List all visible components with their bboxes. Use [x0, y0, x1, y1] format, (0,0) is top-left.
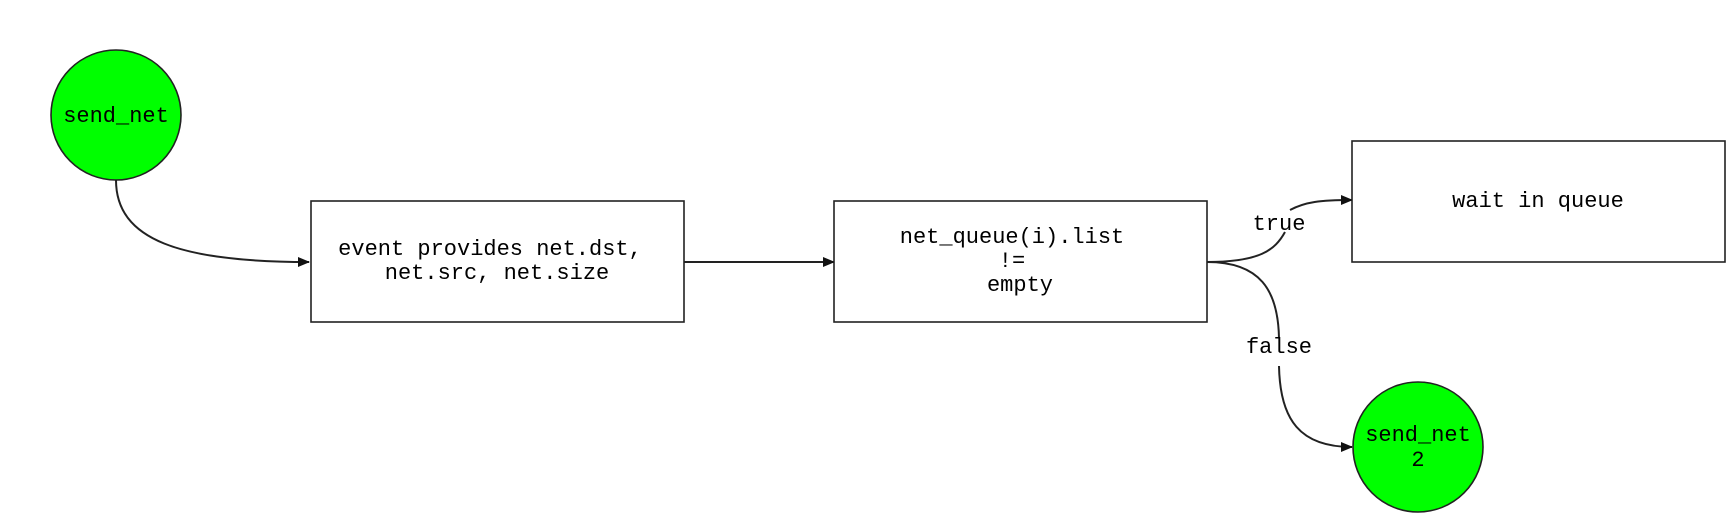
send-net-label: send_net [63, 104, 169, 129]
send-net-2-label-line-1: send_net [1365, 423, 1471, 448]
condition-box [833, 200, 1208, 323]
edge-label-true: true [1253, 212, 1306, 237]
event-label-line-2: net.src, net.size [385, 261, 609, 286]
wait-box [1351, 140, 1726, 263]
condition-label-line-3: empty [987, 273, 1053, 298]
node-send-net: send_net [50, 49, 182, 181]
condition-label-line-1: net_queue(i).list [900, 225, 1124, 250]
edge-send-net-to-event [115, 179, 310, 267]
send-net-2-label-line-2: 2 [1411, 448, 1424, 473]
node-send-net-2: send_net 2 [1352, 381, 1484, 513]
node-condition: net_queue(i).list != empty [833, 200, 1208, 323]
send-net-circle [50, 49, 182, 181]
node-event: event provides net.dst, net.src, net.siz… [310, 200, 685, 323]
condition-label-line-2: != [999, 249, 1025, 274]
edge-label-false: false [1246, 335, 1312, 360]
event-box [310, 200, 685, 323]
edge-condition-true [1206, 200, 1352, 263]
event-label-line-1: event provides net.dst, [338, 237, 642, 262]
send-net-2-circle [1352, 381, 1484, 513]
wait-label: wait in queue [1452, 189, 1624, 214]
edge-condition-false [1206, 261, 1352, 447]
node-wait-in-queue: wait in queue [1351, 140, 1726, 263]
